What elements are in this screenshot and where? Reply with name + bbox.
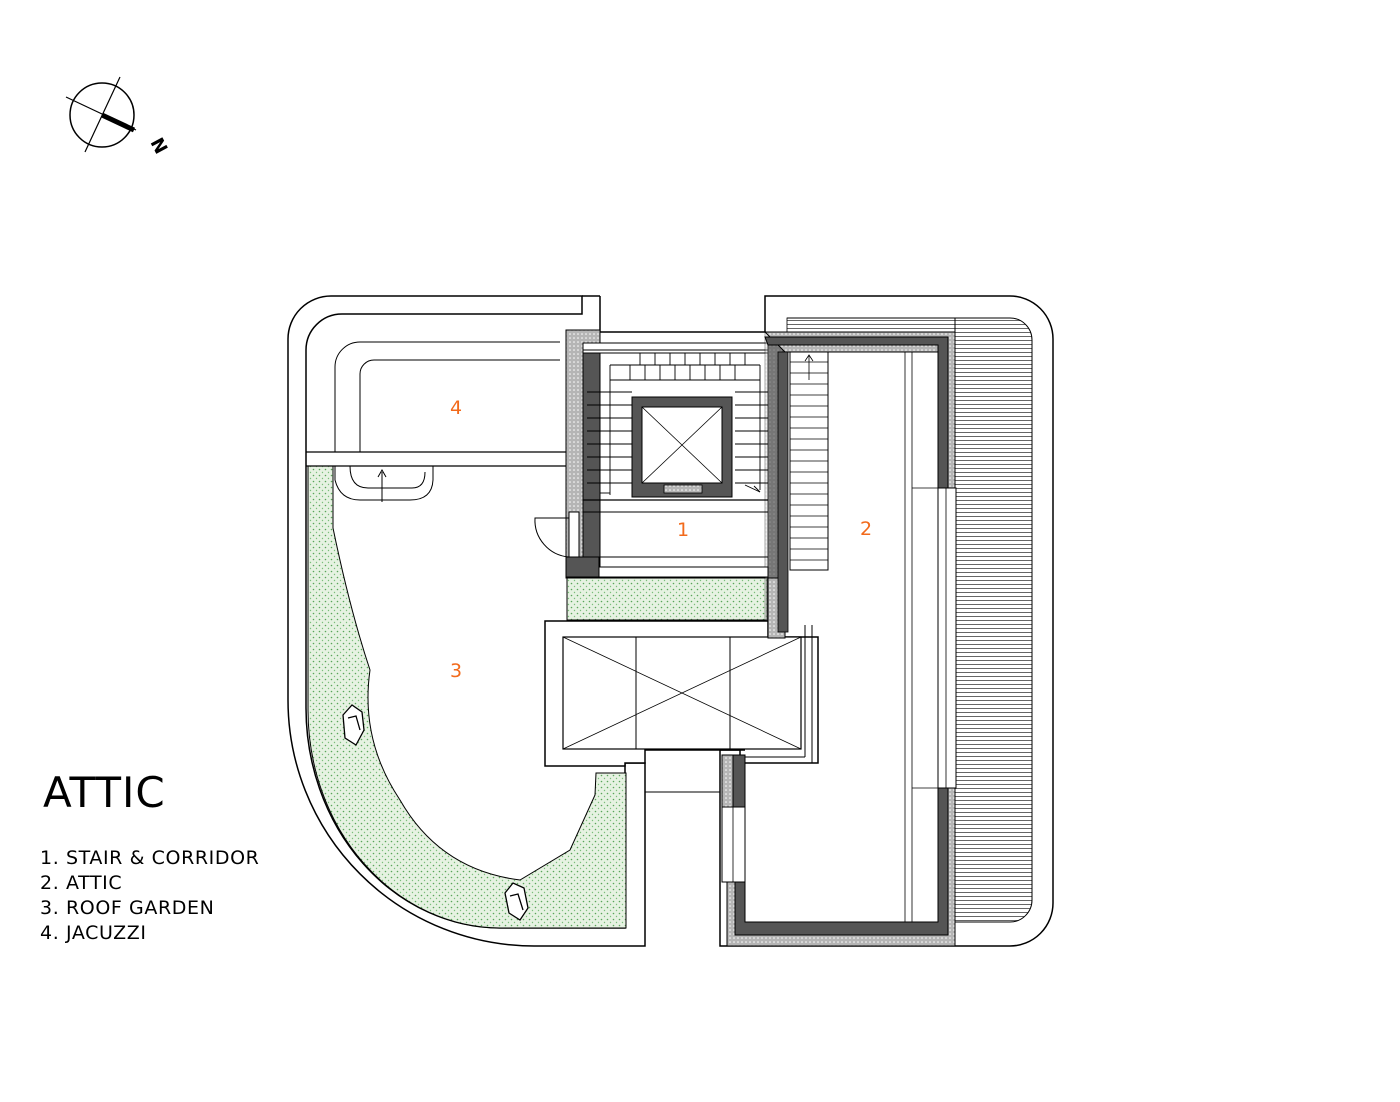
legend: 1. STAIR & CORRIDOR 2. ATTIC 3. ROOF GAR…	[40, 846, 259, 946]
jacuzzi	[306, 341, 570, 502]
north-arrow-icon: N	[65, 76, 172, 158]
north-label: N	[146, 134, 172, 157]
room-tag-1: 1	[677, 519, 689, 541]
attic-block	[719, 295, 1054, 947]
legend-item: 4. JACUZZI	[40, 922, 147, 944]
room-tag-2: 2	[860, 518, 872, 540]
legend-item: 2. ATTIC	[40, 872, 123, 894]
boulder-icon	[342, 704, 529, 921]
garden-strip	[566, 577, 768, 621]
skylight-block	[544, 620, 819, 793]
room-tag-3: 3	[450, 660, 462, 682]
room-tag-4: 4	[450, 397, 462, 419]
legend-item: 3. ROOF GARDEN	[40, 897, 215, 919]
drawing-title: ATTIC	[43, 768, 166, 817]
legend-item: 1. STAIR & CORRIDOR	[40, 847, 260, 869]
garden-planting	[307, 465, 627, 929]
